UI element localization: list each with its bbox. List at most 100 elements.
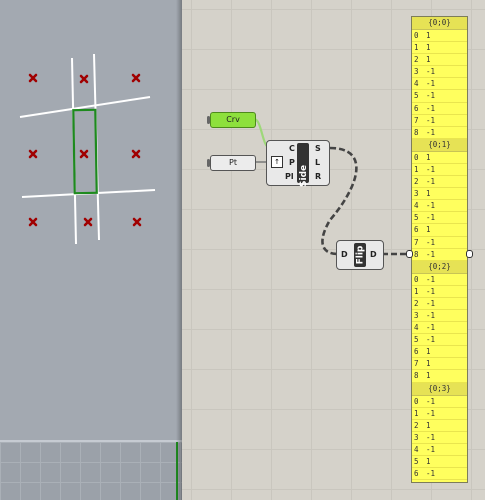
point-marker — [132, 217, 142, 227]
row-value: 1 — [426, 31, 431, 40]
branch-header: {0;3} — [412, 382, 467, 396]
panel-output-grip[interactable] — [466, 250, 473, 258]
row-index: 1 — [414, 164, 419, 174]
pt-param[interactable]: Pt — [207, 155, 256, 171]
panel-row: 5-1 — [412, 334, 467, 347]
side-output-s[interactable]: S — [315, 144, 321, 153]
row-value: -1 — [426, 115, 436, 125]
row-index: 8 — [414, 127, 419, 137]
row-value: -1 — [426, 335, 436, 345]
side-output-r[interactable]: R — [315, 172, 322, 181]
side-input-c[interactable]: C — [289, 144, 295, 153]
row-index: 1 — [414, 408, 419, 418]
row-index: 7 — [414, 359, 419, 369]
row-value: -1 — [426, 127, 436, 137]
row-value: -1 — [426, 249, 436, 259]
row-index: 0 — [414, 274, 419, 284]
panel-row: 1-1 — [412, 286, 467, 298]
branch-header: {0;1} — [412, 138, 467, 152]
row-value: -1 — [426, 79, 436, 89]
row-value: 1 — [426, 457, 431, 466]
point-marker — [28, 73, 38, 83]
row-value: -1 — [426, 177, 436, 187]
point-marker — [28, 217, 38, 227]
rhino-viewport[interactable] — [0, 0, 182, 500]
row-index: 7 — [412, 480, 424, 482]
point-marker — [83, 217, 93, 227]
row-value: 1 — [426, 371, 431, 381]
crv-param[interactable]: Crv — [207, 112, 256, 128]
row-value: 1 — [426, 152, 431, 162]
row-value: 1 — [426, 225, 431, 235]
side-title-band: Side — [297, 143, 309, 187]
flip-component[interactable]: D Flip D — [336, 240, 384, 270]
point-marker — [28, 149, 38, 159]
row-index: 2 — [414, 55, 419, 65]
panel-input-grip[interactable] — [406, 250, 413, 258]
row-value: -1 — [424, 480, 435, 482]
panel-row: 7-1 — [412, 237, 467, 249]
point-marker — [79, 149, 89, 159]
panel-row: 6 -1 — [412, 468, 467, 481]
row-index: 8 — [414, 249, 419, 259]
panel-row: 4 -1 — [412, 200, 467, 213]
row-index: 5 — [414, 213, 419, 223]
plane-toggle-icon[interactable]: ↑ — [271, 156, 283, 168]
viewport-geometry — [19, 53, 156, 245]
row-index: 5 — [414, 457, 419, 466]
flip-input-d[interactable]: D — [341, 250, 348, 259]
row-index: 3 — [414, 189, 419, 199]
side-component[interactable]: C P Pl ↑ Side S L R — [266, 140, 330, 187]
row-value: 1 — [426, 359, 431, 369]
row-index: 7 — [414, 115, 419, 125]
row-value: 1 — [426, 420, 431, 430]
row-index: 3 — [414, 310, 419, 320]
row-value: -1 — [426, 298, 436, 308]
viewport-lower-grid — [0, 442, 182, 500]
row-value: -1 — [426, 396, 436, 406]
row-index: 0 — [414, 396, 419, 406]
input-grip[interactable] — [207, 116, 210, 124]
row-index: 5 — [414, 91, 419, 101]
panel-row: 3-1 — [412, 66, 467, 79]
row-value: 1 — [426, 43, 431, 53]
panel-row: 5 -1 — [412, 212, 467, 225]
row-index: 4 — [414, 201, 419, 211]
row-value: -1 — [426, 213, 436, 223]
flip-title-band: Flip — [354, 243, 366, 267]
panel-row: 1-1 — [412, 164, 467, 177]
input-grip[interactable] — [207, 159, 210, 167]
row-value: 1 — [426, 189, 431, 199]
row-value: -1 — [426, 103, 436, 113]
selected-region — [72, 108, 98, 195]
panel-row: 3-1 — [412, 310, 467, 323]
branch-header: {0;0} — [412, 17, 467, 30]
row-index: 2 — [414, 177, 419, 187]
grid-line — [19, 96, 151, 118]
row-value: -1 — [426, 286, 436, 296]
panel-row: 2-1 — [412, 298, 467, 310]
row-value: -1 — [426, 67, 436, 77]
row-index: 6 — [414, 225, 419, 235]
panel-row: 1-1 — [412, 408, 467, 420]
flip-output-d[interactable]: D — [370, 250, 377, 259]
side-input-pl[interactable]: Pl — [285, 172, 294, 181]
panel-row: 4-1 — [412, 444, 467, 456]
panel-row: 5-1 — [412, 90, 467, 103]
side-output-l[interactable]: L — [315, 158, 321, 167]
axis-line — [176, 442, 178, 500]
point-marker — [131, 73, 141, 83]
side-input-p[interactable]: P — [289, 158, 295, 167]
row-index: 6 — [414, 347, 419, 357]
row-value: -1 — [426, 201, 436, 211]
row-value: -1 — [426, 432, 436, 442]
panel-row: 2 -1 — [412, 176, 467, 189]
row-index: 6 — [414, 469, 419, 479]
row-index: 3 — [414, 432, 419, 442]
row-value: -1 — [426, 237, 436, 247]
